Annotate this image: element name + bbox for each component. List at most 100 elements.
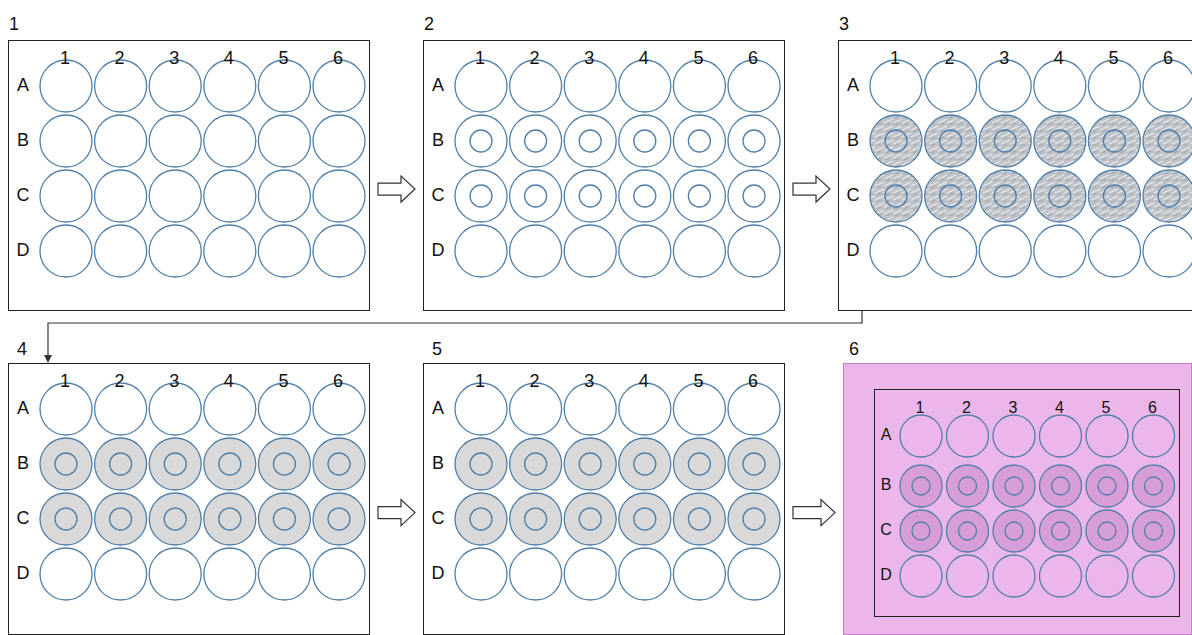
column-number: 2 [962,400,971,416]
row-letter: D [880,567,892,583]
cell-insert [688,453,710,475]
well [993,415,1035,457]
block-arrow [378,500,415,526]
well [947,415,989,457]
block-arrow [378,176,415,202]
cell-insert [470,185,492,207]
well [673,438,725,490]
cell-insert [579,508,601,530]
column-number: 3 [584,372,594,390]
cell-insert [110,453,132,475]
well [925,225,977,277]
cell-insert [634,508,656,530]
column-number: 6 [748,49,758,67]
cell-insert [1145,522,1163,540]
well [455,548,507,600]
well [455,493,507,545]
well [313,383,365,435]
well [204,225,256,277]
cell-insert [525,130,547,152]
cell-insert [743,453,765,475]
well [619,548,671,600]
column-number: 1 [475,49,485,67]
well [619,115,671,167]
well [979,60,1031,112]
step-arrow [793,500,835,526]
step-number: 5 [432,340,442,358]
block-arrow [793,500,835,526]
well [258,438,310,490]
row-letter: B [432,454,444,472]
cell-insert [743,130,765,152]
well [149,115,201,167]
well [313,438,365,490]
well [728,438,780,490]
well [40,548,92,600]
column-number: 5 [278,372,288,390]
well [564,225,616,277]
well [993,465,1035,507]
row-letter: D [432,564,445,582]
well [673,115,725,167]
incubation-tray: 6 [843,363,1192,635]
column-number: 3 [584,49,594,67]
well [1034,60,1086,112]
cell-insert [579,453,601,475]
well [95,225,147,277]
inner-plate [875,390,1180,617]
row-letter: A [881,427,892,443]
well [95,60,147,112]
column-number: 5 [693,49,703,67]
row-letter: C [880,522,892,538]
column-number: 4 [1054,49,1064,67]
well [313,170,365,222]
well [1040,510,1082,552]
column-number: 3 [999,49,1009,67]
cell-insert [579,130,601,152]
well [728,493,780,545]
row-letter: C [17,186,30,204]
cell-insert [273,508,295,530]
cell-insert [55,453,77,475]
cell-insert [470,130,492,152]
well [900,510,942,552]
cell-insert [1158,185,1180,207]
well [564,493,616,545]
cell-insert [634,185,656,207]
cell-insert [1098,477,1116,495]
cell-insert [525,508,547,530]
column-number: 5 [278,49,288,67]
well [149,383,201,435]
cell-insert [1158,130,1180,152]
well [564,60,616,112]
well [1086,465,1128,507]
well [925,60,977,112]
well [455,438,507,490]
well [95,170,147,222]
well [204,548,256,600]
cell-insert [688,508,710,530]
column-number: 6 [333,372,343,390]
well [1040,555,1082,597]
cell-insert [743,508,765,530]
cell-insert [273,453,295,475]
column-number: 1 [890,49,900,67]
well [204,115,256,167]
well [673,493,725,545]
well [149,438,201,490]
well [510,115,562,167]
row-letter: B [847,131,859,149]
well [1143,170,1192,222]
well [728,60,780,112]
cell-insert [743,185,765,207]
well [313,548,365,600]
well [1088,60,1140,112]
well [979,225,1031,277]
well [1143,60,1192,112]
well [1143,225,1192,277]
column-number: 2 [530,49,540,67]
step-arrow [44,311,862,363]
well [149,225,201,277]
wells-drawing [839,41,1192,312]
row-letter: B [432,131,444,149]
